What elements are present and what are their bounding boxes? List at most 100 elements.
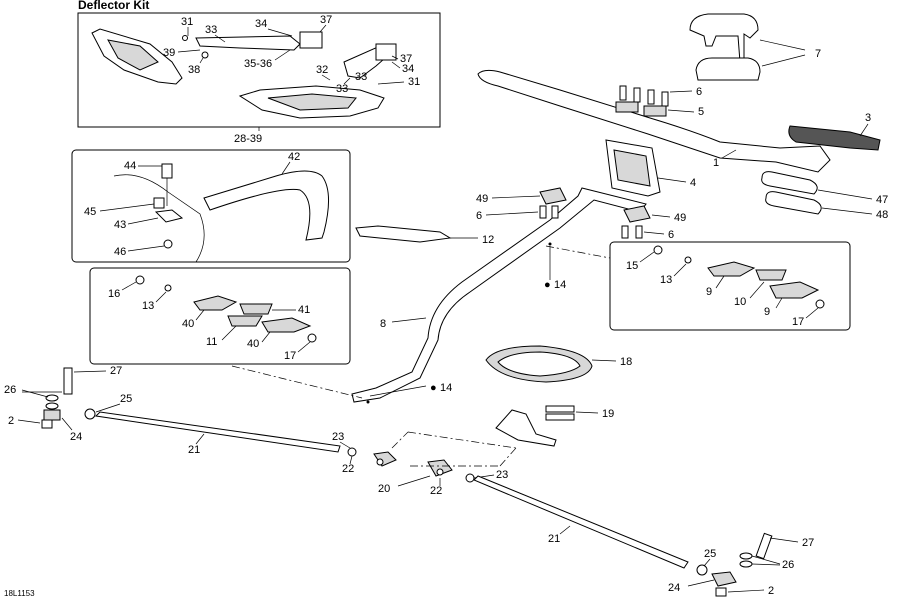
clamp-cap-5b [643, 105, 667, 117]
lever-group: 47 48 [761, 171, 888, 221]
callout-21: 21 [188, 444, 200, 456]
callout-18: 18 [620, 356, 632, 368]
callout-41: 41 [298, 304, 310, 316]
callout-32: 32 [316, 64, 328, 76]
plate-group: 12 [355, 225, 494, 246]
tube-42 [203, 170, 329, 241]
nut-25b [696, 564, 708, 576]
washer-13 [164, 284, 172, 292]
callout-27: 27 [110, 365, 122, 377]
bolt-19a [545, 405, 575, 413]
callout-24: 24 [668, 582, 680, 594]
handguard-upper [689, 13, 759, 64]
detail-box-right: 15 13 9 10 9 17 [545, 241, 851, 331]
callout-2: 2 [768, 585, 774, 597]
tie-rod-right-group: 21 25 24 2 26 27 [473, 475, 814, 597]
detail-box-mid-left: 16 13 40 41 11 40 17 [89, 267, 363, 399]
kit-label: 28-39 [234, 133, 262, 145]
nut-23b [465, 473, 475, 483]
nut-25a [84, 408, 96, 420]
callout-6: 6 [668, 229, 674, 241]
callout-44: 44 [124, 160, 136, 172]
callout-14: 14 [440, 382, 452, 394]
nut-17b [815, 299, 825, 309]
kit-title: Deflector Kit [78, 0, 149, 12]
callout-13: 13 [142, 300, 154, 312]
callout-26: 26 [782, 559, 794, 571]
callout-25: 25 [704, 548, 716, 560]
callout-9: 9 [706, 286, 712, 298]
callout-4: 4 [690, 177, 696, 189]
deflector-shield-left-window [107, 39, 159, 71]
callout-8: 8 [380, 318, 386, 330]
spacer-45 [153, 197, 165, 209]
tie-rod-left-group: 27 26 2 24 25 21 [4, 365, 341, 456]
callout-43: 43 [114, 219, 126, 231]
callout-26: 26 [4, 384, 16, 396]
callout-25: 25 [120, 393, 132, 405]
callout-6: 6 [476, 210, 482, 222]
callout-17: 17 [792, 316, 804, 328]
detail-box-11-41 [89, 267, 351, 365]
callout-34: 34 [255, 18, 267, 30]
washer-26d [739, 560, 753, 568]
handlebar [477, 69, 831, 173]
callout-10: 10 [734, 296, 746, 308]
callout-24: 24 [70, 431, 82, 443]
callout-7: 7 [815, 48, 821, 60]
nut-2a [41, 419, 53, 429]
callout-33: 33 [336, 83, 348, 95]
callout-42: 42 [288, 151, 300, 163]
bolt-27a [63, 367, 73, 395]
detail-box-9-17 [609, 241, 851, 331]
callout-45: 45 [84, 206, 96, 218]
nut-46 [163, 239, 173, 249]
bracket-9a [707, 261, 756, 277]
bolt-6c [647, 89, 655, 105]
callout-1: 1 [713, 157, 719, 169]
callout-20: 20 [378, 483, 390, 495]
ball-joint-right [711, 571, 737, 587]
clamp-cap-5a [615, 101, 639, 113]
callout-34: 34 [402, 63, 414, 75]
clamp-block-lower [375, 43, 397, 61]
callout-21: 21 [548, 533, 560, 545]
mounting-arm-upper [195, 35, 301, 51]
column-clamp-49a [539, 187, 567, 205]
nut-17 [307, 333, 317, 343]
nut-center-a [376, 458, 384, 466]
steering-column [351, 187, 647, 403]
spacer-41 [239, 303, 273, 315]
callout-49: 49 [674, 212, 686, 224]
callout-2: 2 [8, 415, 14, 427]
callout-37: 37 [320, 14, 332, 26]
callout-12: 12 [482, 234, 494, 246]
bolt-6f [551, 205, 559, 219]
callout-46: 46 [114, 246, 126, 258]
callout-27: 27 [802, 537, 814, 549]
riser-block-face [613, 149, 651, 187]
callout-22: 22 [430, 485, 442, 497]
spacer-10 [755, 269, 787, 281]
drop-symbol: ● [430, 382, 437, 394]
bolt-6h [635, 225, 643, 239]
callout-35-36: 35-36 [244, 58, 272, 70]
bolt-6e [539, 205, 547, 219]
handguard-lower [695, 57, 761, 81]
ball-joint-left [43, 409, 61, 421]
callout-16: 16 [108, 288, 120, 300]
callout-3: 3 [865, 112, 871, 124]
brake-lever-48 [765, 191, 822, 215]
center-linkage-group: 23 22 20 22 23 19 [332, 405, 614, 497]
nut-2b [715, 587, 727, 597]
callout-14: 14 [554, 279, 566, 291]
steering-column-group: 8 ● 14 ● 14 49 6 49 6 [351, 187, 686, 404]
callout-38: 38 [188, 64, 200, 76]
callout-39: 39 [163, 47, 175, 59]
support-plate [355, 225, 452, 243]
callout-15: 15 [626, 260, 638, 272]
bracket-40b [261, 317, 312, 333]
callout-33: 33 [355, 71, 367, 83]
bracket-43 [154, 209, 184, 223]
